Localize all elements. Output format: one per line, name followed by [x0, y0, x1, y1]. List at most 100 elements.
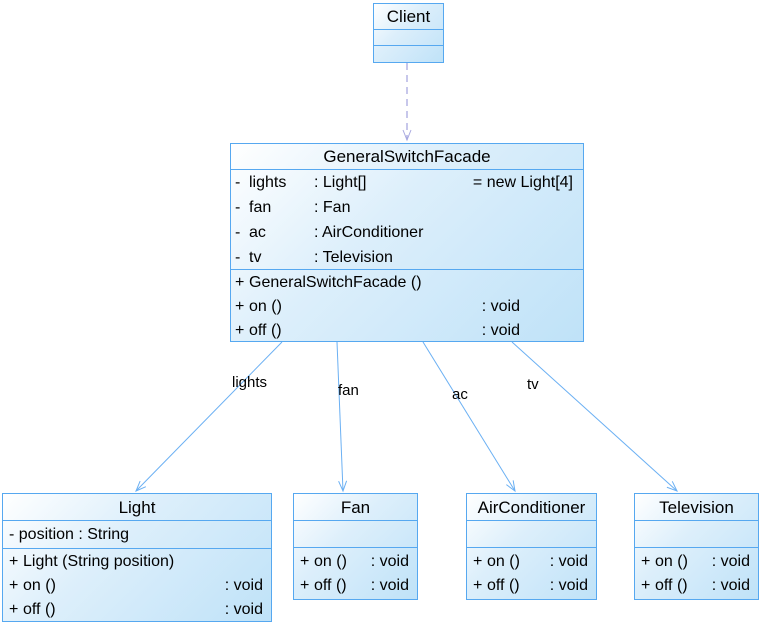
method-row: + on () : void — [294, 550, 417, 574]
method-row: + on () : void — [231, 295, 583, 319]
return-type: : void — [481, 322, 520, 339]
return-type: : void — [549, 577, 588, 594]
fan-attributes-empty — [294, 520, 417, 547]
method-row: + off () : void — [231, 319, 583, 341]
class-name: Television — [659, 497, 734, 517]
association-facade-to-light — [135, 341, 283, 492]
return-type: : void — [711, 577, 750, 594]
edge-label-ac: ac — [452, 386, 468, 403]
attr-type: : AirConditioner — [314, 223, 424, 241]
method-signature: on () — [249, 298, 282, 315]
attribute-row: - tv : Television — [231, 245, 583, 269]
class-name: Fan — [340, 497, 371, 517]
method-signature: off () — [655, 577, 688, 594]
visibility: + — [235, 274, 245, 291]
airconditioner-methods: + on () : void + off () : void — [467, 547, 596, 599]
return-type: : void — [549, 553, 588, 570]
method-signature: off () — [249, 322, 282, 339]
television-attributes-empty — [635, 520, 758, 547]
facade-methods: + GeneralSwitchFacade () + on () : void … — [231, 269, 583, 341]
class-box-airconditioner: AirConditioner + on () : void + off () :… — [466, 493, 597, 600]
association-facade-to-fan — [336, 341, 348, 493]
class-name: Client — [386, 7, 431, 26]
class-title-airconditioner: AirConditioner — [467, 494, 596, 520]
class-box-television: Television + on () : void + off () : voi… — [634, 493, 759, 600]
edge-label-tv: tv — [527, 376, 539, 393]
attr-name: fan — [249, 198, 272, 216]
visibility: - — [235, 223, 241, 241]
method-row: + off () : void — [467, 574, 596, 598]
method-row: + on () : void — [635, 550, 758, 574]
visibility: + — [473, 577, 483, 594]
visibility: + — [9, 601, 19, 618]
class-name: Light — [118, 497, 156, 517]
visibility: + — [9, 577, 19, 594]
return-type: : void — [370, 553, 409, 570]
method-signature: off () — [23, 601, 56, 618]
class-title-light: Light — [3, 494, 271, 520]
method-row: + Light (String position) — [3, 550, 271, 574]
visibility: + — [473, 553, 483, 570]
return-type: : void — [224, 577, 263, 594]
method-signature: GeneralSwitchFacade () — [249, 274, 422, 291]
light-methods: + Light (String position) + on () : void… — [3, 548, 271, 621]
method-signature: off () — [314, 577, 347, 594]
class-box-client: Client — [373, 3, 444, 63]
method-row: + off () : void — [3, 598, 271, 621]
visibility: + — [641, 577, 651, 594]
client-attributes-empty — [374, 29, 443, 45]
visibility: + — [300, 553, 310, 570]
class-name: AirConditioner — [477, 497, 586, 517]
method-row: + off () : void — [294, 574, 417, 598]
method-row: + on () : void — [3, 574, 271, 598]
edge-label-lights: lights — [232, 374, 268, 391]
attribute-row: - lights : Light[] = new Light[4] — [231, 170, 583, 195]
attr-init: = new Light[4] — [472, 173, 573, 191]
attr-name: tv — [249, 248, 262, 266]
class-title-generalswitchfacade: GeneralSwitchFacade — [231, 144, 583, 169]
visibility: + — [9, 553, 19, 570]
method-signature: on () — [23, 577, 56, 594]
class-title-fan: Fan — [294, 494, 417, 520]
visibility: + — [300, 577, 310, 594]
method-row: + on () : void — [467, 550, 596, 574]
method-signature: on () — [314, 553, 347, 570]
facade-attributes: - lights : Light[] = new Light[4] - fan … — [231, 169, 583, 269]
fan-methods: + on () : void + off () : void — [294, 547, 417, 599]
television-methods: + on () : void + off () : void — [635, 547, 758, 599]
attr-type: : Television — [314, 248, 393, 266]
visibility: + — [641, 553, 651, 570]
method-row: + GeneralSwitchFacade () — [231, 271, 583, 295]
return-type: : void — [711, 553, 750, 570]
method-signature: Light (String position) — [23, 553, 175, 570]
association-facade-to-television — [511, 341, 678, 492]
attr-type: : Light[] — [314, 173, 367, 191]
edge-label-fan: fan — [338, 382, 359, 399]
attribute-row: - ac : AirConditioner — [231, 220, 583, 245]
method-signature: on () — [487, 553, 520, 570]
association-facade-to-airconditioner — [422, 341, 516, 493]
visibility: - — [235, 173, 241, 191]
attr-name: ac — [249, 223, 266, 241]
class-box-generalswitchfacade: GeneralSwitchFacade - lights : Light[] =… — [230, 143, 584, 342]
visibility: + — [235, 322, 245, 339]
client-methods-empty — [374, 45, 443, 61]
class-name: GeneralSwitchFacade — [323, 147, 491, 166]
return-type: : void — [224, 601, 263, 618]
class-title-client: Client — [374, 4, 443, 29]
visibility: - — [235, 198, 241, 216]
class-box-fan: Fan + on () : void + off () : void — [293, 493, 418, 600]
return-type: : void — [370, 577, 409, 594]
attribute-row: - fan : Fan — [231, 195, 583, 220]
class-box-light: Light - position : String + Light (Strin… — [2, 493, 272, 622]
method-row: + off () : void — [635, 574, 758, 598]
attr-type: : Fan — [314, 198, 351, 216]
method-signature: off () — [487, 577, 520, 594]
light-attributes: - position : String — [3, 520, 271, 548]
visibility: - — [235, 248, 241, 266]
airconditioner-attributes-empty — [467, 520, 596, 547]
attribute-row: - position : String — [3, 521, 271, 548]
return-type: : void — [481, 298, 520, 315]
visibility: + — [235, 298, 245, 315]
